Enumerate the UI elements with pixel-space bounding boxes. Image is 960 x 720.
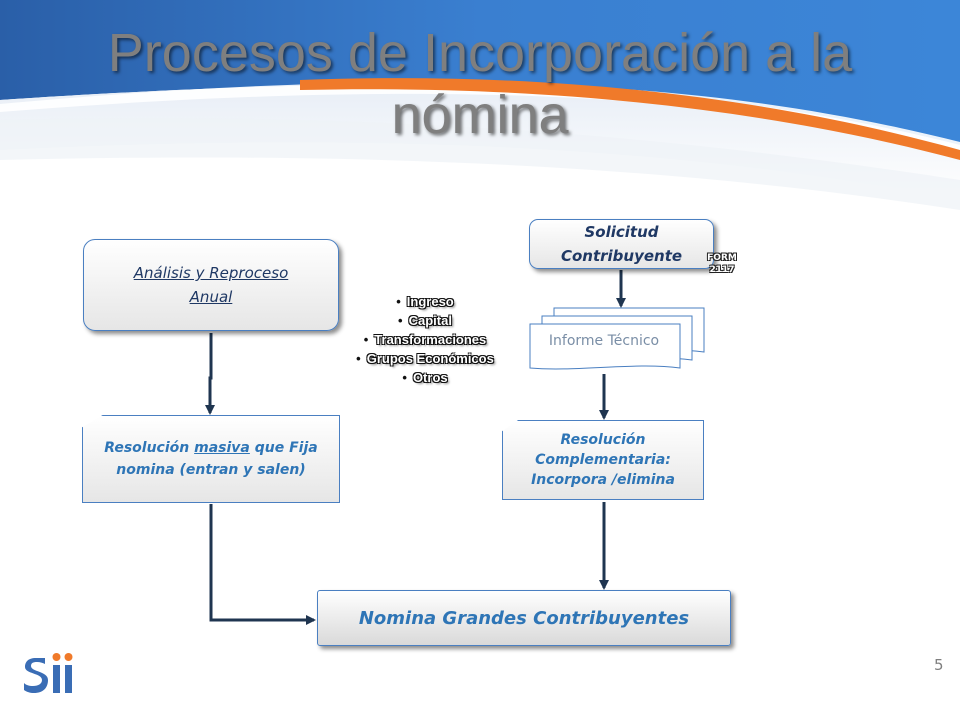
resolucion-prefix: Resolución xyxy=(104,440,195,456)
reason-item: Capital xyxy=(330,311,520,330)
form-line1: FORM xyxy=(707,253,737,263)
reasons-list: Ingreso Capital Transformaciones Grupos … xyxy=(330,292,520,387)
reason-item: Transformaciones xyxy=(330,330,520,349)
reason-item: Otros xyxy=(330,368,520,387)
informe-tecnico-label: Informe Técnico xyxy=(548,333,660,349)
resolucion-complementaria-box: Resolución Complementaria: Incorpora /el… xyxy=(502,420,704,500)
form-2117-label: FORM 2117 xyxy=(702,252,742,276)
solicitud-contribuyente-box: Solicitud Contribuyente xyxy=(529,219,714,269)
nomina-grandes-contribuyentes-box: Nomina Grandes Contribuyentes xyxy=(317,590,731,646)
resol2-line1: Resolución xyxy=(560,432,646,448)
reason-item: Grupos Económicos xyxy=(330,349,520,368)
analisis-line1: Análisis y Reproceso xyxy=(133,264,289,282)
resolucion-emphasis: masiva xyxy=(194,440,250,456)
form-line2: 2117 xyxy=(709,265,735,275)
analisis-reproceso-box: Análisis y Reproceso Anual xyxy=(83,239,339,331)
sii-logo-icon xyxy=(24,653,73,693)
resolucion-masiva-box: Resolución masiva que Fija nomina (entra… xyxy=(82,415,340,503)
resol2-line2: Complementaria: xyxy=(535,452,671,468)
nomina-label: Nomina Grandes Contribuyentes xyxy=(358,607,690,629)
solicitud-line2: Contribuyente xyxy=(560,247,683,265)
page-number: 5 xyxy=(934,656,944,674)
resolucion-suffix: que Fija nomina (entran y salen) xyxy=(116,440,318,478)
reason-item: Ingreso xyxy=(330,292,520,311)
analisis-line2: Anual xyxy=(189,288,233,306)
resol2-line3: Incorpora /elimina xyxy=(531,472,675,488)
solicitud-line1: Solicitud xyxy=(584,223,659,241)
slide-title: Procesos de Incorporación a la nómina xyxy=(107,23,853,145)
